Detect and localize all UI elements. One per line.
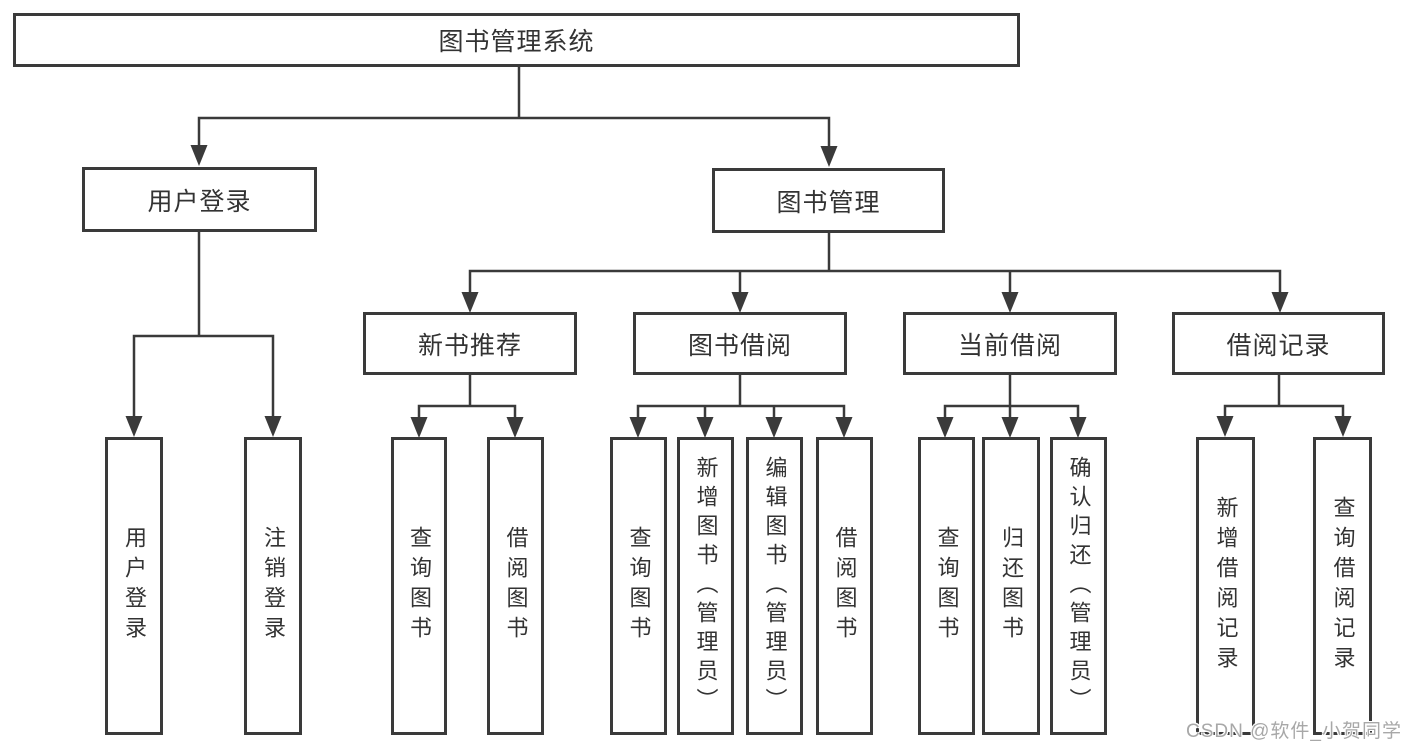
leaf-query-books-current: 查询图书 [918, 437, 975, 735]
leaf-add-book-admin: 新增图书（管理员） [677, 437, 734, 735]
arrow-down-icon [1271, 292, 1289, 313]
arrow-down-icon [1334, 416, 1352, 437]
arrow-down-icon [820, 146, 838, 167]
arrow-down-icon [1001, 417, 1019, 438]
node-current-borrowing: 当前借阅 [903, 312, 1117, 375]
leaf-confirm-return-admin: 确认归还（管理员） [1050, 437, 1107, 735]
csdn-watermark: CSDN @软件_小贺同学 [1186, 721, 1402, 742]
node-borrowing-records: 借阅记录 [1172, 312, 1385, 375]
node-book-management: 图书管理 [712, 168, 945, 233]
leaf-user-login: 用户登录 [105, 437, 163, 735]
node-library-system: 图书管理系统 [13, 13, 1020, 67]
arrow-down-icon [765, 417, 783, 438]
arrow-down-icon [125, 416, 143, 437]
leaf-logout: 注销登录 [244, 437, 302, 735]
leaf-query-books-recommend: 查询图书 [391, 437, 447, 735]
arrow-down-icon [1001, 292, 1019, 313]
arrow-down-icon [629, 417, 647, 438]
node-new-book-recommend: 新书推荐 [363, 312, 577, 375]
arrow-down-icon [190, 145, 208, 166]
leaf-query-borrow-record: 查询借阅记录 [1313, 437, 1372, 735]
arrow-down-icon [461, 292, 479, 313]
arrow-down-icon [506, 417, 524, 438]
arrow-down-icon [696, 417, 714, 438]
arrow-down-icon [410, 417, 428, 438]
leaf-borrow-books-recommend: 借阅图书 [487, 437, 544, 735]
leaf-edit-book-admin: 编辑图书（管理员） [746, 437, 803, 735]
arrow-down-icon [936, 417, 954, 438]
leaf-return-books: 归还图书 [982, 437, 1040, 735]
arrow-down-icon [264, 416, 282, 437]
arrow-down-icon [1216, 416, 1234, 437]
arrow-down-icon [731, 292, 749, 313]
arrow-down-icon [835, 417, 853, 438]
leaf-borrow-books-borrowing: 借阅图书 [816, 437, 873, 735]
leaf-add-borrow-record: 新增借阅记录 [1196, 437, 1255, 735]
node-book-borrowing: 图书借阅 [633, 312, 847, 375]
leaf-query-books-borrowing: 查询图书 [610, 437, 667, 735]
node-user-login: 用户登录 [82, 167, 317, 232]
arrow-down-icon [1069, 417, 1087, 438]
